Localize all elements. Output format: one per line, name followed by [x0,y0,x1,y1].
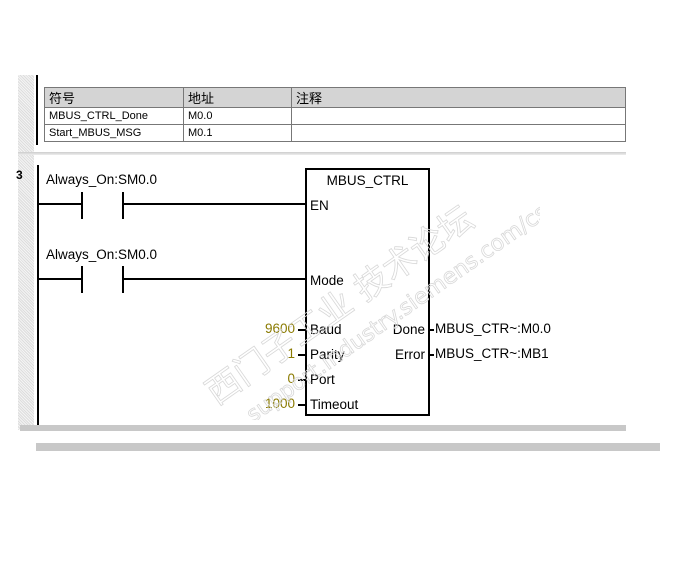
header-comment: 注释 [291,87,626,108]
baud-value[interactable]: 9600 [264,321,295,336]
horizontal-scrollbar[interactable] [20,425,626,431]
network-number: 3 [16,168,23,182]
table-rail [36,75,38,145]
pin-error: Error [395,347,425,362]
port-value[interactable]: 0 [287,371,295,386]
mbus-ctrl-block[interactable]: MBUS_CTRL EN Mode Baud Parity Port Timeo… [305,168,430,416]
symbol-cell[interactable]: MBUS_CTRL_Done [44,107,184,125]
done-output[interactable]: MBUS_CTR~:M0.0 [435,321,551,336]
address-cell[interactable]: M0.1 [183,124,292,142]
pin-mode: Mode [310,273,344,288]
pin-stub [428,329,434,331]
comment-cell[interactable] [291,124,626,142]
wire [38,278,82,280]
table-row[interactable]: Start_MBUS_MSG M0.1 [44,124,626,142]
network-gutter [18,75,34,430]
symbol-cell[interactable]: Start_MBUS_MSG [44,124,184,142]
pin-baud: Baud [310,322,342,337]
network-divider [18,152,626,155]
pin-stub [298,354,305,356]
table-row[interactable]: MBUS_CTRL_Done M0.0 [44,107,626,125]
pin-stub [298,379,305,381]
error-output[interactable]: MBUS_CTR~:MB1 [435,346,549,361]
parity-value[interactable]: 1 [287,346,295,361]
watermark-line1: 西门子工业 技术论坛 [199,199,481,413]
bottom-bar [36,443,660,451]
left-power-rail [37,165,39,425]
address-cell[interactable]: M0.0 [183,107,292,125]
symbol-table: 符号 地址 注释 MBUS_CTRL_Done M0.0 Start_MBUS_… [44,87,626,142]
pin-stub [298,329,305,331]
wire [38,203,82,205]
watermark: 西门子工业 技术论坛 support.industry.siemens.com/… [198,198,540,420]
contact-no[interactable] [81,266,125,293]
wire [124,203,306,205]
pin-stub [428,354,434,356]
pin-done: Done [392,322,425,337]
pin-stub [298,404,305,406]
pin-timeout: Timeout [310,397,359,412]
contact-label: Always_On:SM0.0 [46,247,158,262]
wire [124,278,306,280]
block-title: MBUS_CTRL [326,173,409,188]
watermark-line2: support.industry.siemens.com/cs [242,200,540,420]
comment-cell[interactable] [291,107,626,125]
header-address: 地址 [183,87,292,108]
pin-parity: Parity [310,347,345,362]
pin-port: Port [310,372,335,387]
contact-no[interactable] [81,192,125,219]
pin-en: EN [310,198,329,213]
contact-label: Always_On:SM0.0 [46,172,158,187]
timeout-value[interactable]: 1000 [264,396,295,411]
header-symbol: 符号 [44,87,184,108]
